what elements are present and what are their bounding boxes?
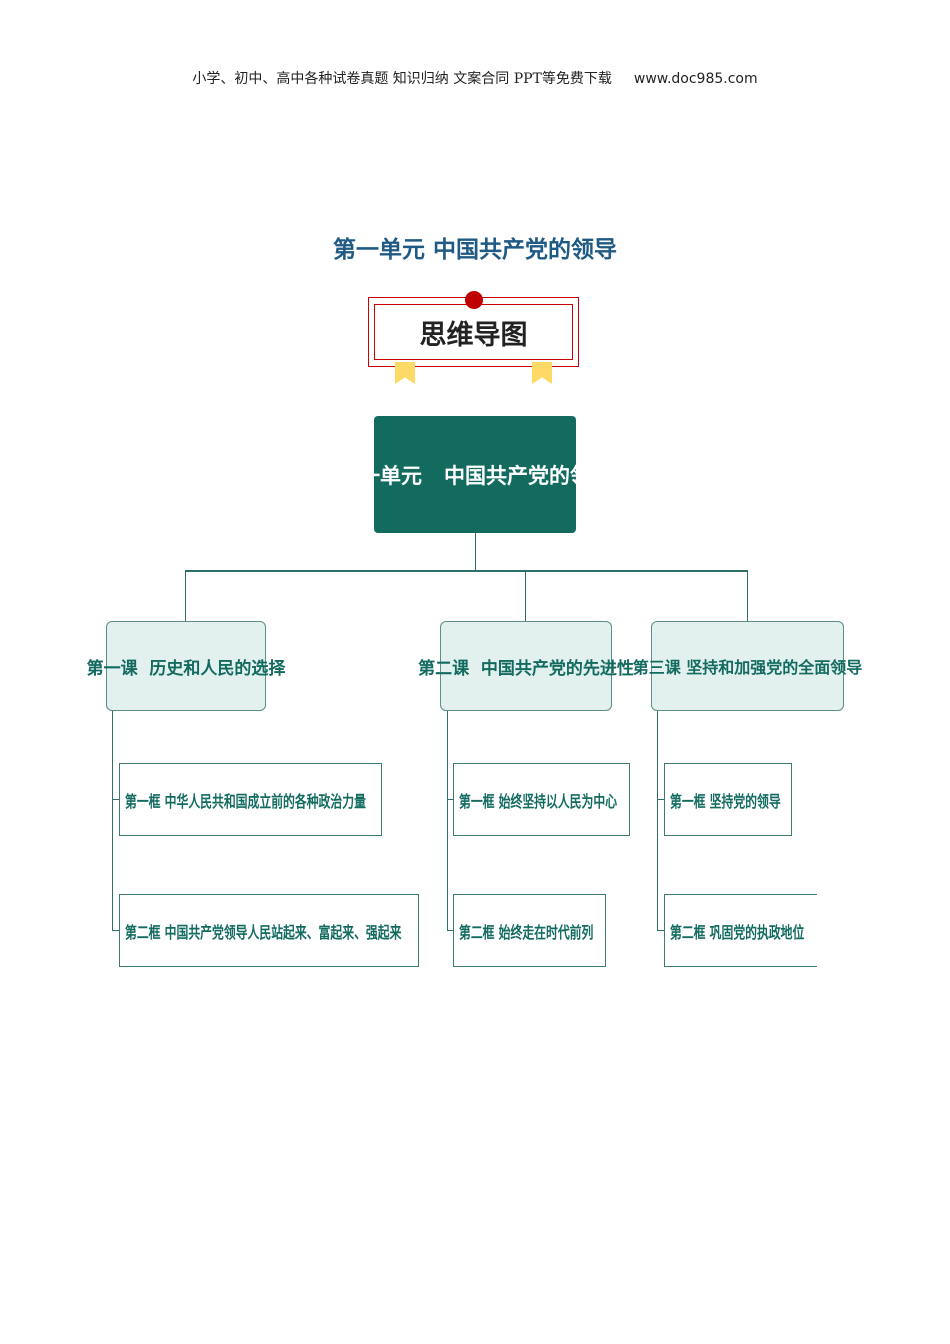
frame-node: 第二框 始终走在时代前列 (453, 894, 606, 967)
connector (185, 571, 186, 621)
page-title: 第一单元 中国共产党的领导 (332, 236, 617, 263)
lesson-node: 第二课 中国共产党的先进性 (418, 621, 634, 711)
connector (657, 799, 664, 800)
frame-label: 第二框 始终走在时代前列 (459, 922, 594, 942)
frame-node: 第一框 坚持党的领导 (664, 763, 792, 836)
connector (112, 799, 119, 800)
root-node: 第一单元 中国共产党的领导 (338, 416, 612, 533)
connector (747, 571, 748, 621)
frame-label: 第一框 坚持党的领导 (670, 791, 781, 811)
connector (185, 570, 748, 572)
pin-icon (465, 291, 483, 309)
header-text: 小学、初中、高中各种试卷真题 知识归纳 文案合同 PPT等免费下载 (192, 71, 612, 87)
connector (657, 930, 664, 931)
frame-label: 第一框 始终坚持以人民为中心 (459, 791, 618, 811)
lesson-node: 第一课 历史和人民的选择 (87, 621, 285, 711)
frame-node: 第二框 巩固党的执政地位 (664, 894, 817, 967)
frame-label: 第二框 中国共产党领导人民站起来、富起来、强起来 (125, 922, 402, 942)
header-url: www.doc985.com (633, 71, 758, 87)
frame-label: 第二框 巩固党的执政地位 (670, 922, 805, 942)
connector (447, 710, 448, 930)
connector (475, 533, 476, 571)
connector (447, 930, 453, 931)
badge-label: 思维导图 (374, 304, 573, 360)
frame-node: 第一框 中华人民共和国成立前的各种政治力量 (119, 763, 382, 836)
mind-map-badge: 思维导图 (368, 297, 579, 367)
frame-label: 第一框 中华人民共和国成立前的各种政治力量 (125, 791, 366, 811)
ribbon-icon (395, 362, 415, 384)
ribbon-icon (532, 362, 552, 384)
connector (447, 799, 453, 800)
connector (657, 710, 658, 930)
connector (112, 710, 113, 930)
frame-node: 第二框 中国共产党领导人民站起来、富起来、强起来 (119, 894, 419, 967)
lesson-node: 第三课 坚持和加强党的全面领导 (633, 621, 862, 711)
connector (112, 930, 119, 931)
connector (525, 571, 526, 621)
page-header: 小学、初中、高中各种试卷真题 知识归纳 文案合同 PPT等免费下载 www.doc… (0, 68, 950, 88)
frame-node: 第一框 始终坚持以人民为中心 (453, 763, 630, 836)
